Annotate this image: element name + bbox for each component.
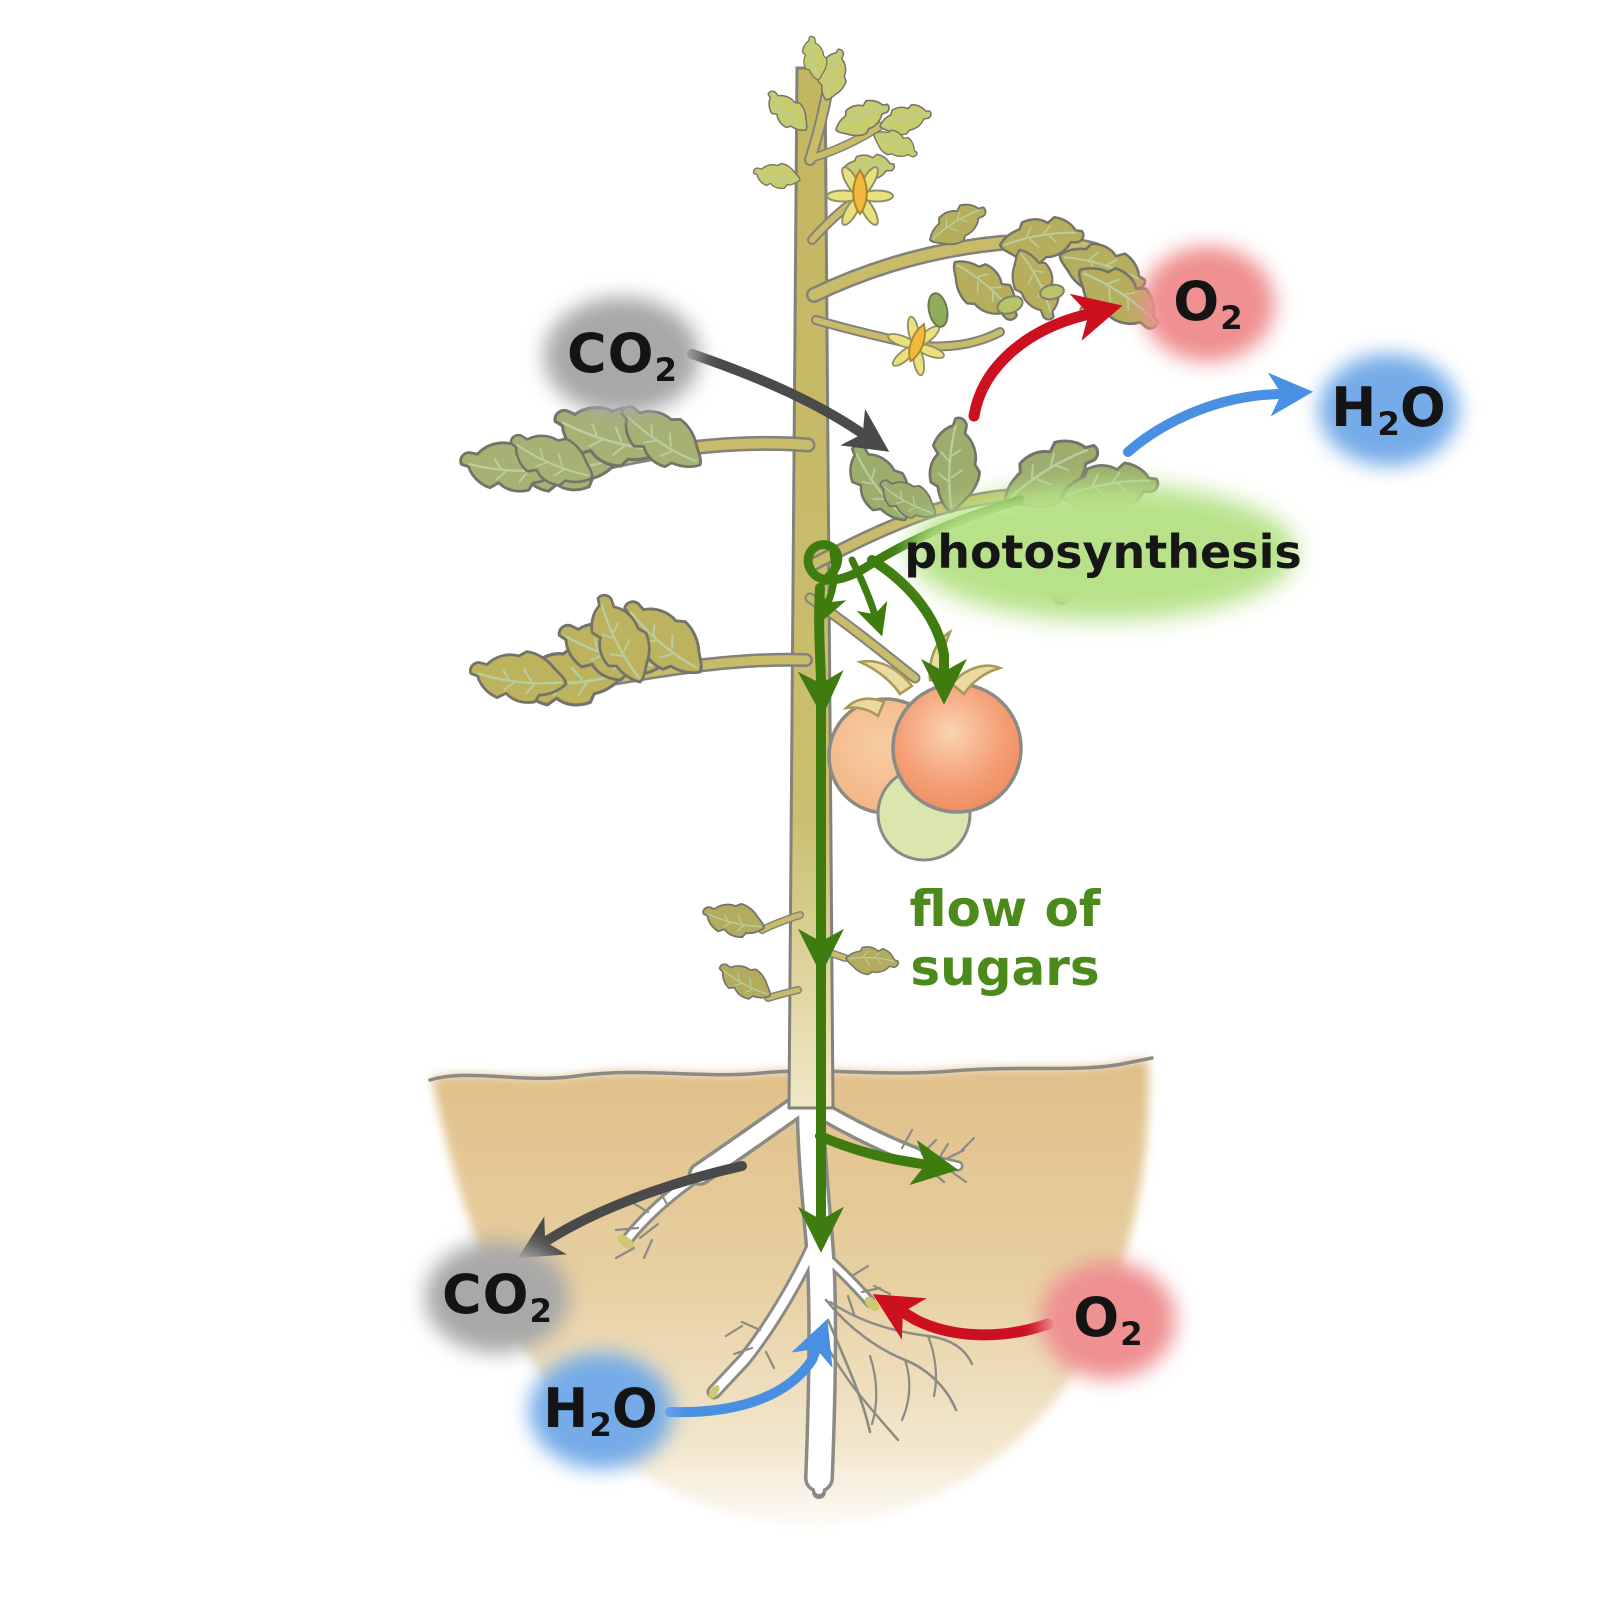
h2o-bubble: [1319, 354, 1459, 466]
o2-bubble: [1141, 246, 1275, 362]
tomato-fruits: [827, 629, 1023, 862]
flow-to-fruit: [867, 555, 967, 705]
photosynthesis-text: photosynthesis: [904, 525, 1302, 579]
co2-bubble: [544, 297, 700, 415]
o2-text: O2: [1173, 270, 1243, 338]
tomato-front: [891, 682, 1023, 814]
h2o-label-above-ground: H2O: [1319, 354, 1459, 466]
h2o-bubble-below: [529, 1353, 673, 1469]
co2-bubble-below: [425, 1241, 569, 1353]
o2-label-below-ground: O2: [1040, 1261, 1176, 1379]
flow-to-root: [815, 1131, 959, 1186]
co2-below-text: CO2: [441, 1263, 553, 1331]
h2o-below-text: H2O: [543, 1377, 659, 1445]
o2-below-text: O2: [1073, 1286, 1143, 1354]
co2-arrow-out-of-root: [517, 1161, 747, 1259]
h2o-arrow-into-root: [665, 1319, 833, 1418]
flow-of-sugars-line1: flow of: [909, 880, 1101, 938]
flow-of-sugars-label: flow of sugars: [855, 880, 1155, 998]
photosynthesis-bubble: [909, 484, 1297, 620]
flow-down-stem: [797, 583, 844, 717]
co2-label-below-ground: CO2: [425, 1241, 569, 1353]
o2-label-above-ground: O2: [1141, 246, 1275, 362]
co2-text: CO2: [566, 322, 678, 390]
soil-surface-line: [428, 1056, 1154, 1082]
co2-label-above-ground: CO2: [544, 297, 700, 415]
h2o-arrow-out-of-leaf: [1123, 372, 1314, 457]
o2-bubble-below: [1040, 1261, 1176, 1379]
h2o-label-below-ground: H2O: [529, 1353, 673, 1469]
o2-arrow-out-of-leaf: [968, 293, 1123, 422]
photosynthesis-label: photosynthesis: [904, 484, 1302, 620]
co2-arrow-into-leaf: [687, 349, 890, 452]
flow-of-sugars-line2: sugars: [910, 939, 1100, 997]
o2-arrow-into-root: [872, 1294, 1054, 1341]
h2o-text: H2O: [1331, 376, 1447, 444]
